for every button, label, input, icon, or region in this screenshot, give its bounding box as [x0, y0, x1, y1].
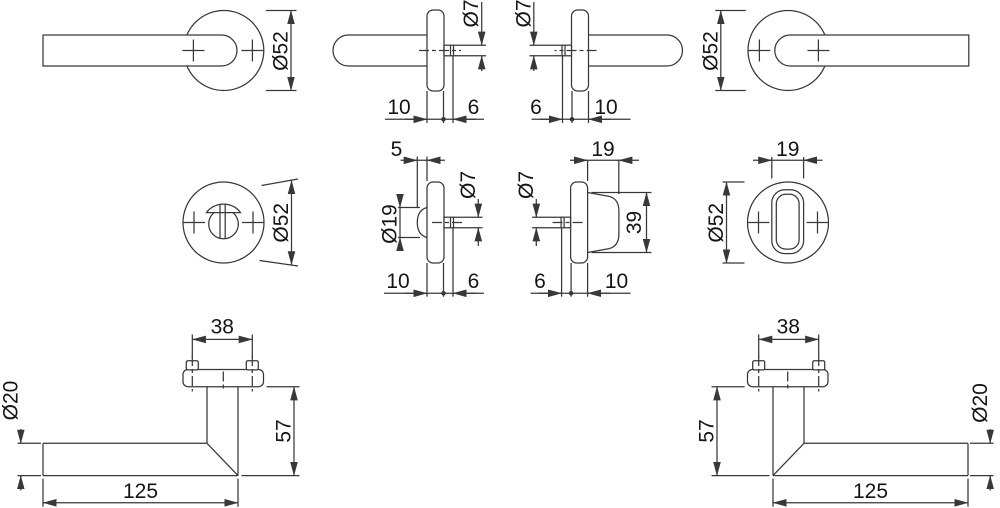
view-lever-front-left: Ø52	[42, 9, 297, 92]
view-wc-rosette-front-left: Ø52	[182, 178, 299, 267]
dim-label-spindle-diameter: Ø7	[457, 171, 480, 199]
dim-thickness-projection	[384, 227, 484, 298]
dim-label-thickness: 10	[386, 270, 409, 293]
dim-label-neck-height: 57	[696, 419, 719, 442]
center-cross	[747, 211, 829, 234]
dim-label-rosette-diameter: Ø52	[270, 203, 293, 243]
dim-label-turn-projection: 5	[391, 138, 403, 161]
dim-label-lever-length: 125	[123, 480, 158, 503]
dim-label-thickness: 10	[605, 270, 628, 293]
release-slot-outer	[771, 189, 805, 255]
view-lever-front-right: Ø52	[699, 11, 969, 91]
center-cross	[183, 211, 264, 234]
view-wc-rosette-front-right: 19 Ø52	[705, 138, 830, 264]
dim-label-spindle-diameter: Ø7	[512, 0, 535, 28]
dim-label-lever-length: 125	[853, 480, 888, 503]
dim-knob-width	[570, 156, 639, 194]
dim-label-turn-diameter: Ø19	[379, 204, 402, 244]
dim-label-spindle-diameter: Ø7	[515, 171, 538, 199]
dim-label-slot-width: 19	[776, 138, 799, 161]
dim-knob-height	[591, 191, 652, 254]
dim-rosette-diameter	[259, 178, 299, 267]
dim-label-projection: 6	[468, 96, 480, 119]
view-handle-top-right: 38 57 Ø20 125	[696, 316, 994, 507]
dim-grip-diameter	[16, 429, 41, 491]
dim-label-spindle-diameter: Ø7	[460, 0, 483, 28]
dim-label-screw-spacing: 38	[211, 316, 234, 339]
dim-turn-diameter	[396, 193, 420, 252]
dim-label-screw-spacing: 38	[777, 316, 800, 339]
dim-spindle-diameter	[453, 199, 483, 246]
dim-label-grip-diameter: Ø20	[0, 381, 22, 421]
dim-label-thickness: 10	[387, 96, 410, 119]
dim-label-thickness: 10	[594, 96, 617, 119]
dim-turn-projection	[400, 156, 445, 208]
view-handle-top-left: 38 57 Ø20 125	[0, 316, 300, 507]
view-lever-side-left: Ø7 10 6	[332, 0, 486, 124]
view-wc-turn-side-left: 5 Ø19 Ø7 10 6	[379, 138, 484, 298]
dim-label-knob-width: 19	[591, 138, 614, 161]
dim-label-knob-height: 39	[623, 211, 646, 234]
dim-spindle-diameter	[453, 2, 486, 71]
dim-label-projection: 6	[530, 96, 542, 119]
view-lever-side-right: Ø7 6 10	[512, 0, 682, 123]
dim-label-rosette-diameter: Ø52	[699, 31, 722, 71]
dim-label-grip-diameter: Ø20	[969, 383, 992, 423]
dim-label-projection: 6	[468, 270, 480, 293]
dim-label-rosette-diameter: Ø52	[705, 203, 728, 243]
dim-neck-height	[241, 386, 300, 477]
lever-grip-side	[332, 34, 427, 67]
dim-slot-width	[753, 156, 823, 179]
lever-grip	[42, 34, 238, 67]
thumbturn-cap	[205, 203, 242, 214]
thumbturn-dome	[416, 206, 428, 239]
dim-thickness-projection	[385, 55, 484, 124]
center-cross	[182, 39, 264, 62]
handle-outline	[42, 386, 239, 477]
view-wc-turn-side-right: 19 39 Ø7 6 10	[515, 138, 652, 297]
thumbturn-knob	[208, 208, 239, 240]
dim-label-rosette-diameter: Ø52	[270, 31, 293, 71]
dim-label-neck-height: 57	[272, 419, 295, 442]
dim-screw-spacing	[191, 334, 253, 358]
thumbturn-slot	[219, 204, 226, 239]
dim-rosette-diameter	[266, 9, 297, 92]
dim-rosette-diameter	[722, 181, 745, 264]
dim-lever-length	[42, 478, 239, 507]
release-slot-inner	[775, 193, 800, 250]
release-knob	[587, 191, 620, 254]
dim-label-projection: 6	[534, 270, 546, 293]
